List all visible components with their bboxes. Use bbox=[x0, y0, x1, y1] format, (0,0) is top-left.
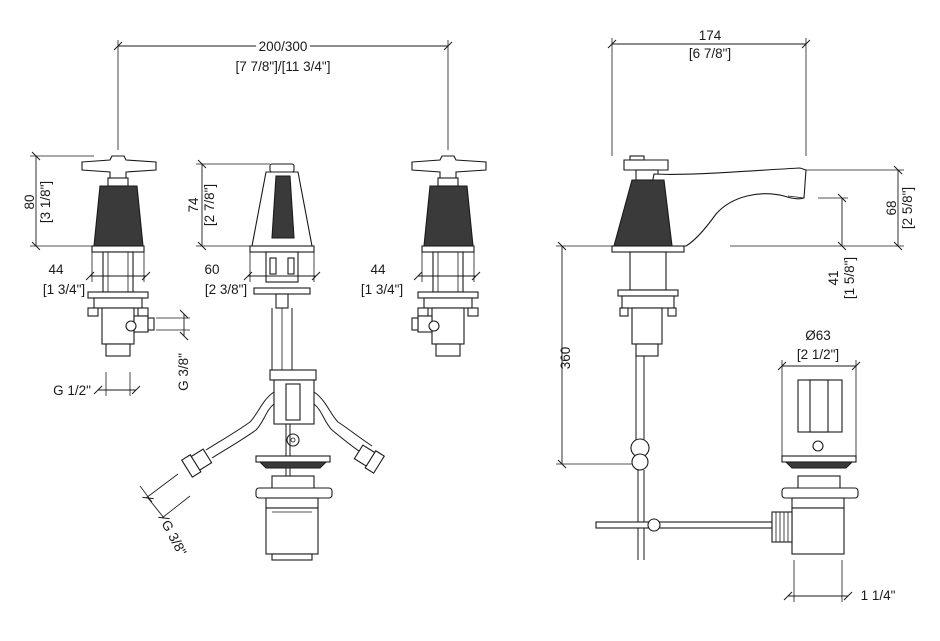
left-tap-width-dimension: 44 [1 3/4"] bbox=[43, 252, 151, 297]
left-tap-width-imperial: [1 3/4"] bbox=[43, 282, 85, 297]
side-thread-label: G 3/8" bbox=[176, 353, 191, 391]
left-tap-height-primary: 80 bbox=[22, 194, 37, 209]
side-waste bbox=[771, 379, 859, 555]
left-tap-height-dimension: 80 [3 1/8"] bbox=[22, 151, 94, 251]
spout-height-dimension: 74 [2 7/8"] bbox=[186, 159, 270, 251]
left-cross-tap bbox=[81, 155, 157, 357]
waste-thread-label: 1 1/4" bbox=[861, 588, 896, 603]
spacing-imperial-label: [7 7/8"]/[11 3/4"] bbox=[236, 59, 331, 74]
front-mixer-body-and-hoses bbox=[180, 369, 386, 561]
outlet-height-dimension: 41 [1 5/8"] bbox=[818, 193, 857, 299]
spout-width-primary: 60 bbox=[204, 262, 219, 277]
total-height-dimension: 360 bbox=[556, 241, 632, 469]
waste-diameter-dimension: Ø63 [2 1/2"] bbox=[777, 328, 861, 456]
right-cross-tap bbox=[411, 155, 487, 357]
spout-height-primary: 74 bbox=[186, 197, 201, 213]
outlet-height-primary: 41 bbox=[826, 270, 841, 285]
spout-height-side-imperial: [2 5/8"] bbox=[900, 187, 915, 229]
left-tap-inlet-thread-dimension: G 1/2" bbox=[53, 372, 141, 398]
inlet-thread-label: G 1/2" bbox=[53, 383, 91, 398]
outlet-height-imperial: [1 5/8"] bbox=[842, 257, 857, 299]
side-spout bbox=[595, 155, 807, 560]
spacing-dimension: 200/300 [7 7/8"]/[11 3/4"] bbox=[113, 36, 453, 150]
total-height-label: 360 bbox=[558, 347, 573, 370]
hose-thread-dimension: G 3/8" bbox=[139, 473, 191, 559]
spout-height-side-primary: 68 bbox=[884, 200, 899, 215]
spout-width-imperial: [2 3/8"] bbox=[205, 282, 247, 297]
spout-width-dimension: 60 [2 3/8"] bbox=[204, 252, 321, 297]
right-tap-width-imperial: [1 3/4"] bbox=[361, 282, 403, 297]
right-tap-width-primary: 44 bbox=[370, 262, 386, 277]
hose-thread-label: G 3/8" bbox=[158, 518, 189, 559]
waste-thread-dimension: 1 1/4" bbox=[783, 560, 896, 603]
center-spout-front bbox=[249, 163, 315, 370]
spout-height-side-dimension: 68 [2 5/8"] bbox=[730, 165, 915, 251]
left-tap-side-thread-dimension: G 3/8" bbox=[156, 309, 191, 391]
reach-imperial-label: [6 7/8"] bbox=[689, 46, 731, 61]
reach-dimension: 174 [6 7/8"] bbox=[607, 28, 811, 156]
waste-diameter-imperial: [2 1/2"] bbox=[797, 347, 839, 362]
waste-diameter-primary: Ø63 bbox=[805, 328, 831, 343]
reach-primary-label: 174 bbox=[699, 28, 722, 43]
left-tap-height-imperial: [3 1/8"] bbox=[38, 181, 53, 223]
spout-height-imperial: [2 7/8"] bbox=[202, 184, 217, 226]
left-tap-width-primary: 44 bbox=[48, 262, 64, 277]
spacing-primary-label: 200/300 bbox=[259, 39, 308, 54]
right-tap-width-dimension: 44 [1 3/4"] bbox=[361, 252, 481, 297]
